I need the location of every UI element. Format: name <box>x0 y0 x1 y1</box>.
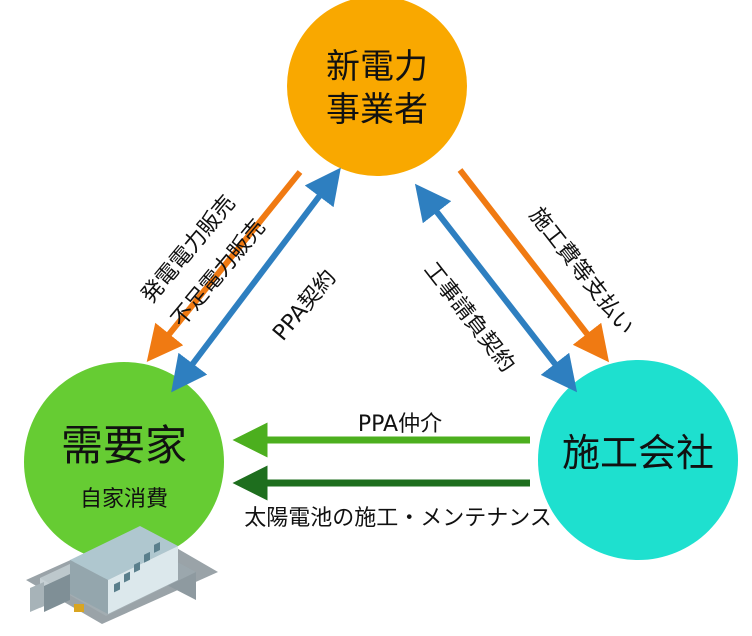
provider-node <box>287 0 467 176</box>
consumer-node <box>24 362 224 562</box>
contractor-node <box>538 360 738 560</box>
ppa-contract-arrow <box>171 167 341 393</box>
construction-contract-arrow <box>414 183 578 393</box>
consumer-subtitle: 自家消費 <box>79 487 168 512</box>
contractor-title: 施工会社 <box>561 431 714 475</box>
provider-label-line2: 事業者 <box>326 89 428 130</box>
factory-illustration <box>26 526 218 624</box>
installation-label: 太陽電池の施工・メンテナンス <box>244 506 552 531</box>
provider-label-line1: 新電力 <box>326 47 428 87</box>
consumer-title: 需要家 <box>60 421 187 470</box>
provider-label: 新電力 事業者 <box>297 46 457 131</box>
ppa-mediation-label: PPA仲介 <box>357 412 443 437</box>
